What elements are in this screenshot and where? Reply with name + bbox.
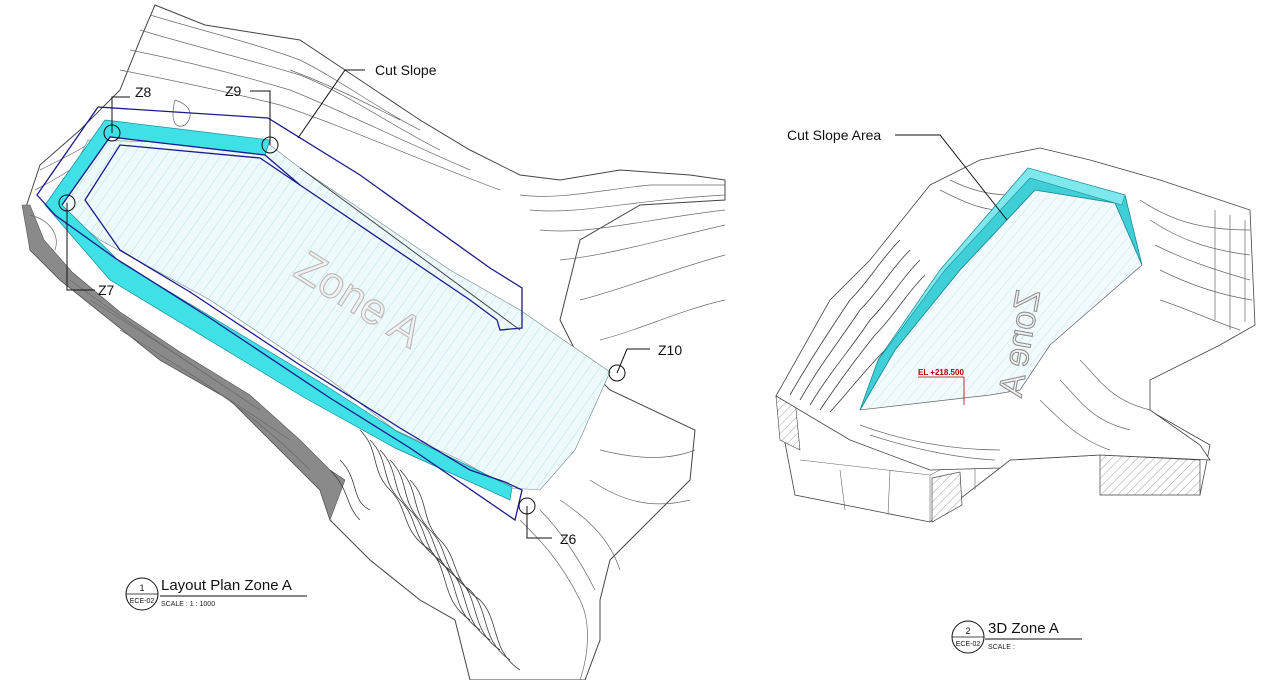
leader-z7	[66, 203, 95, 291]
plan-view: Zone A Z8 Z9 Z7 Z10 Z6 Cut Slope 1 ECE-0…	[21, 4, 726, 680]
point-marker-z10	[608, 364, 626, 382]
plan-title-scale: SCALE : 1 : 1000	[161, 601, 215, 608]
view3d-title-scale: SCALE :	[988, 644, 1015, 651]
view3d-elevation-text: EL +218.500	[918, 368, 964, 377]
view3d-title-block: 2 ECE-02 3D Zone A SCALE :	[951, 620, 1082, 654]
label-cut-slope-area: Cut Slope Area	[787, 127, 881, 143]
plan-cut-slope-band	[44, 119, 513, 501]
label-cut-slope: Cut Slope	[375, 62, 437, 78]
label-z9: Z9	[225, 83, 242, 99]
leader-cut-slope	[297, 69, 365, 139]
plan-terrain-shadow	[21, 204, 346, 521]
view3d-title-text: 3D Zone A	[988, 620, 1059, 637]
leader-z6	[526, 506, 552, 539]
view3d-contours	[789, 179, 1253, 461]
view3d-zone-label: Zone A	[992, 287, 1048, 400]
view-3d: EL +218.500 Zone A Cut Slope Area 2 ECE-…	[775, 127, 1256, 654]
plan-title-sheet: ECE-02	[130, 598, 155, 605]
label-z10: Z10	[658, 342, 682, 358]
label-z8: Z8	[135, 84, 152, 100]
label-z6: Z6	[560, 531, 577, 547]
plan-title-text: Layout Plan Zone A	[161, 577, 292, 594]
plan-contours	[29, 14, 726, 680]
leader-cut-slope-area	[895, 134, 1008, 221]
leader-z10	[616, 348, 650, 374]
view3d-title-sheet: ECE-02	[956, 641, 981, 648]
plan-zone-platform	[54, 139, 611, 491]
view3d-hatched-face-left	[931, 471, 963, 523]
leader-z9	[250, 90, 271, 145]
plan-title-number: 1	[139, 583, 144, 593]
view3d-title-number: 2	[965, 626, 970, 636]
label-z7: Z7	[98, 282, 115, 298]
view3d-hatched-face-right	[1099, 454, 1201, 496]
plan-boundary-outer	[61, 106, 523, 331]
view3d-elevation-marker: EL +218.500	[918, 368, 964, 405]
plan-title-block: 1 ECE-02 Layout Plan Zone A SCALE : 1 : …	[125, 577, 307, 611]
plan-boundary-inner	[36, 106, 523, 522]
leader-z8	[111, 96, 130, 133]
